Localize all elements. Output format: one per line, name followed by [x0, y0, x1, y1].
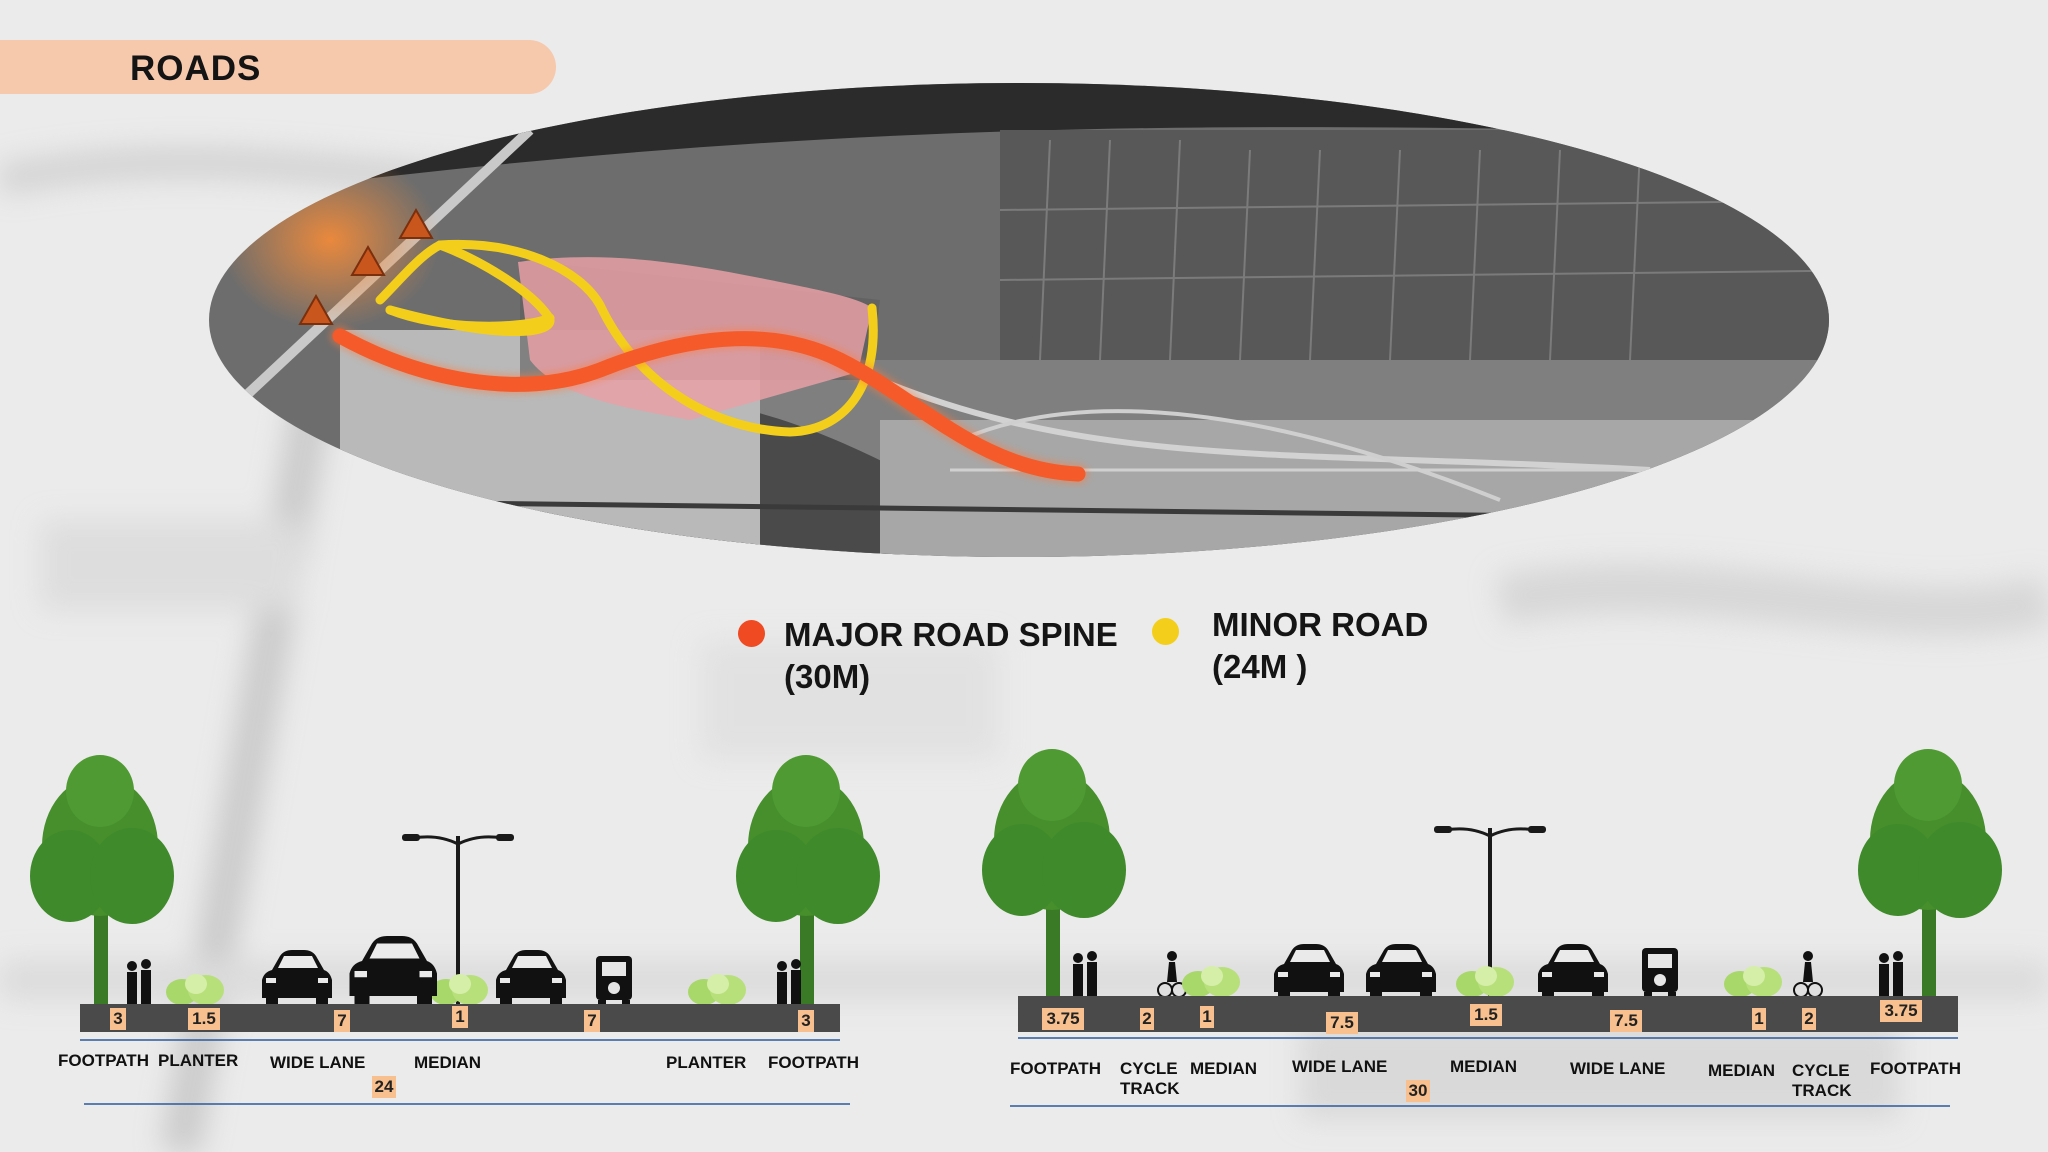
bus-icon — [1642, 948, 1678, 1000]
dimension-tag: 1 — [1200, 1006, 1214, 1028]
car-icon — [349, 936, 437, 1006]
pedestrians-icon — [777, 959, 801, 1004]
page-title: ROADS — [130, 49, 262, 88]
dimension-tag: 3 — [110, 1008, 126, 1030]
entry-marker-icon — [298, 293, 334, 325]
dimension-tag: 3 — [798, 1010, 814, 1032]
legend-minor-width: (24M ) — [1212, 648, 1308, 685]
cyclist-icon — [1793, 950, 1823, 998]
median-shrub-icon — [1456, 966, 1514, 997]
dimension-tag: 2 — [1802, 1008, 1816, 1030]
total-width-tag: 30 — [1406, 1080, 1430, 1102]
car-icon — [1366, 944, 1436, 1000]
legend-minor-label: MINOR ROAD — [1212, 606, 1429, 643]
dimension-tag: 7.5 — [1326, 1012, 1358, 1034]
dimension-tag: 3.75 — [1042, 1008, 1084, 1030]
pedestrians-icon — [1073, 951, 1097, 996]
section-label: MEDIAN — [1450, 1057, 1518, 1076]
section-label: MEDIAN — [414, 1053, 482, 1072]
dimension-tag: 1 — [452, 1006, 468, 1028]
median-shrub-icon — [1182, 966, 1240, 997]
tree-icon — [736, 755, 880, 1006]
section-label: WIDE LANE — [270, 1053, 366, 1072]
dimension-tag: 7 — [334, 1010, 350, 1032]
section-label: TRACK — [1792, 1081, 1852, 1100]
section-label: CYCLE — [1792, 1061, 1850, 1080]
cyclist-icon — [1157, 950, 1187, 998]
major-road-dot-icon — [738, 620, 765, 647]
section-label: CYCLE — [1120, 1059, 1178, 1078]
median-shrub-icon — [430, 974, 488, 1005]
section-label: FOOTPATH — [1010, 1059, 1101, 1078]
dimension-tag: 7.5 — [1610, 1010, 1642, 1032]
section-label: WIDE LANE — [1570, 1059, 1666, 1078]
planter-shrub-icon — [688, 974, 746, 1005]
pedestrians-icon — [127, 959, 151, 1004]
dimension-tag: 3.75 — [1880, 1000, 1922, 1022]
planter-shrub-icon — [166, 974, 224, 1005]
entry-marker-icon — [398, 207, 434, 239]
section-label: WIDE LANE — [1292, 1057, 1388, 1076]
tree-icon — [30, 755, 174, 1006]
section-label: MEDIAN — [1708, 1061, 1776, 1080]
section-30m — [982, 749, 2002, 1107]
legend-major-label: MAJOR ROAD SPINE — [784, 616, 1118, 653]
minor-road — [375, 239, 878, 437]
section-label: TRACK — [1120, 1079, 1180, 1098]
entry-marker-icon — [350, 244, 386, 276]
pedestrians-icon — [1879, 951, 1903, 996]
car-icon — [1538, 944, 1608, 1000]
section-label: PLANTER — [158, 1051, 239, 1070]
dimension-tag: 1 — [1752, 1008, 1766, 1030]
section-label: FOOTPATH — [58, 1051, 149, 1070]
dimension-tag: 1.5 — [1470, 1004, 1502, 1026]
dimension-tag: 2 — [1140, 1008, 1154, 1030]
legend-minor: MINOR ROAD (24M ) — [1152, 604, 1429, 688]
dimension-tag: 1.5 — [188, 1008, 220, 1030]
bus-icon — [596, 956, 632, 1008]
tree-icon — [1858, 749, 2002, 1000]
total-width-tag: 24 — [372, 1076, 396, 1098]
car-icon — [496, 950, 566, 1006]
section-label: FOOTPATH — [768, 1053, 859, 1072]
dimension-tag: 7 — [584, 1010, 600, 1032]
legend-major: MAJOR ROAD SPINE (30M) — [738, 614, 1118, 698]
car-icon — [262, 950, 332, 1006]
median-shrub-icon — [1724, 966, 1782, 997]
section-label: FOOTPATH — [1870, 1059, 1961, 1078]
car-icon — [1274, 944, 1344, 1000]
legend-major-width: (30M) — [784, 658, 871, 695]
section-label: PLANTER — [666, 1053, 747, 1072]
tree-icon — [982, 749, 1126, 1000]
minor-road-dot-icon — [1152, 618, 1179, 645]
title-banner: ROADS — [0, 40, 556, 94]
section-label: MEDIAN — [1190, 1059, 1258, 1078]
